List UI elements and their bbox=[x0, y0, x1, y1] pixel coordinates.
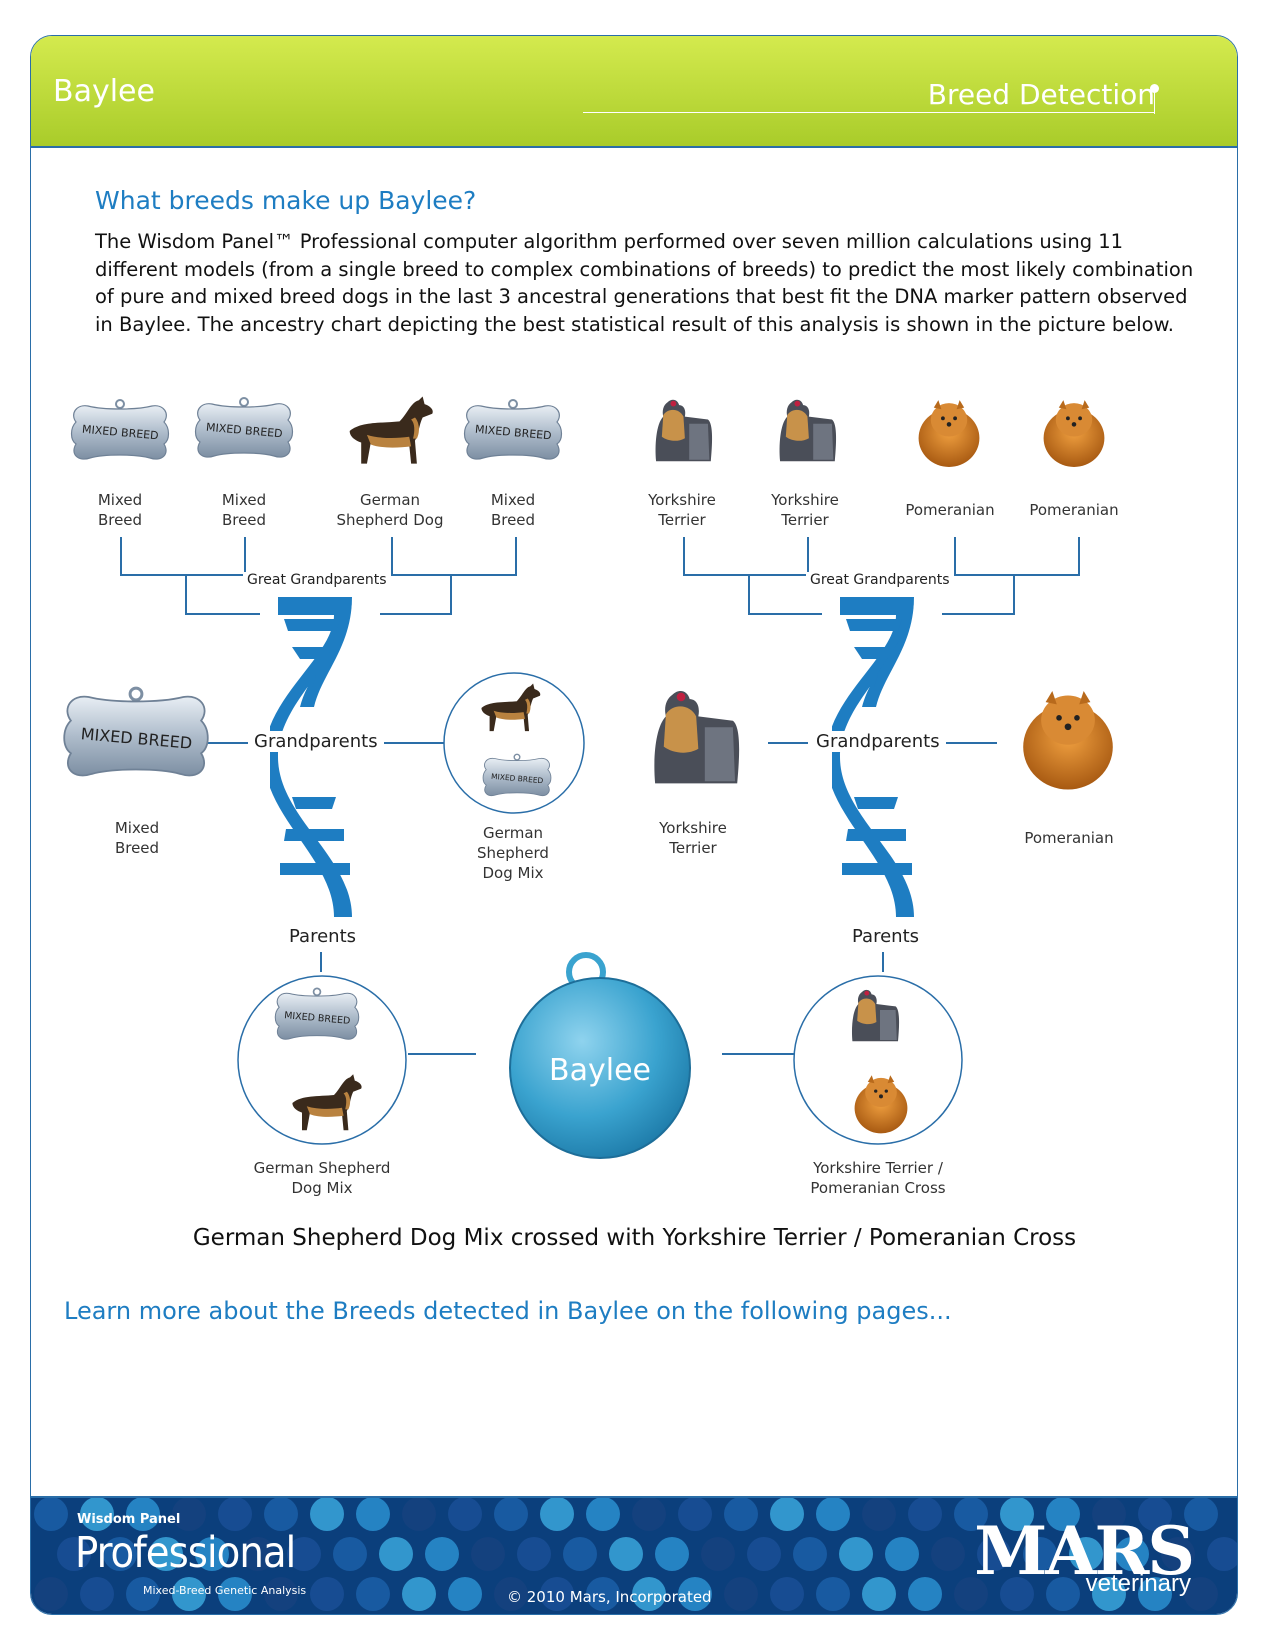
grandparents-heading-left: Grandparents bbox=[248, 731, 384, 752]
parents-heading-right: Parents bbox=[846, 926, 925, 947]
breed-summary: German Shepherd Dog Mix crossed with Yor… bbox=[0, 1225, 1269, 1251]
parents-heading-left: Parents bbox=[283, 926, 362, 947]
ggp-label: Pomeranian bbox=[890, 500, 1010, 520]
mixed-breed-badge-icon: MIXED BREED bbox=[72, 400, 169, 459]
parent-label: German ShepherdDog Mix bbox=[242, 1158, 402, 1198]
mixed-breed-badge-large-icon: MIXED BREED bbox=[64, 688, 208, 775]
great-grandparents-heading-right: Great Grandparents bbox=[806, 572, 954, 588]
mixed-breed-badge-icon: MIXED BREED bbox=[465, 400, 562, 459]
great-grandparents-heading-left: Great Grandparents bbox=[243, 572, 391, 588]
gp-label: Pomeranian bbox=[1009, 828, 1129, 848]
ggp-label: MixedBreed bbox=[184, 490, 304, 530]
mixed-breed-badge-small-icon: MIXED BREED bbox=[483, 754, 551, 795]
pomeranian-large-icon bbox=[1023, 691, 1113, 790]
learn-more-link[interactable]: Learn more about the Breeds detected in … bbox=[64, 1297, 952, 1325]
parent-label: Yorkshire Terrier /Pomeranian Cross bbox=[798, 1158, 958, 1198]
yorkshire-terrier-large-icon bbox=[654, 691, 739, 783]
grandparents-heading-right: Grandparents bbox=[810, 731, 946, 752]
dna-helix-left-icon bbox=[264, 597, 352, 917]
mixed-breed-badge-small-icon: MIXED BREED bbox=[275, 988, 358, 1039]
pomeranian-icon bbox=[919, 400, 980, 467]
ggp-label: GermanShepherd Dog bbox=[320, 490, 460, 530]
pomeranian-icon bbox=[1044, 400, 1105, 467]
gp-label: YorkshireTerrier bbox=[633, 818, 753, 858]
mixed-breed-badge-icon: MIXED BREED bbox=[196, 398, 293, 457]
ggp-label: MixedBreed bbox=[60, 490, 180, 530]
dna-helix-right-icon bbox=[826, 597, 914, 917]
yorkshire-terrier-icon bbox=[780, 400, 837, 462]
german-shepherd-icon bbox=[350, 396, 433, 463]
ggp-label: YorkshireTerrier bbox=[622, 490, 742, 530]
yorkshire-terrier-icon bbox=[656, 400, 713, 462]
baylee-dog-tag: Baylee bbox=[510, 955, 690, 1158]
ggp-label: Pomeranian bbox=[1014, 500, 1134, 520]
baylee-tag-label: Baylee bbox=[549, 1053, 651, 1088]
